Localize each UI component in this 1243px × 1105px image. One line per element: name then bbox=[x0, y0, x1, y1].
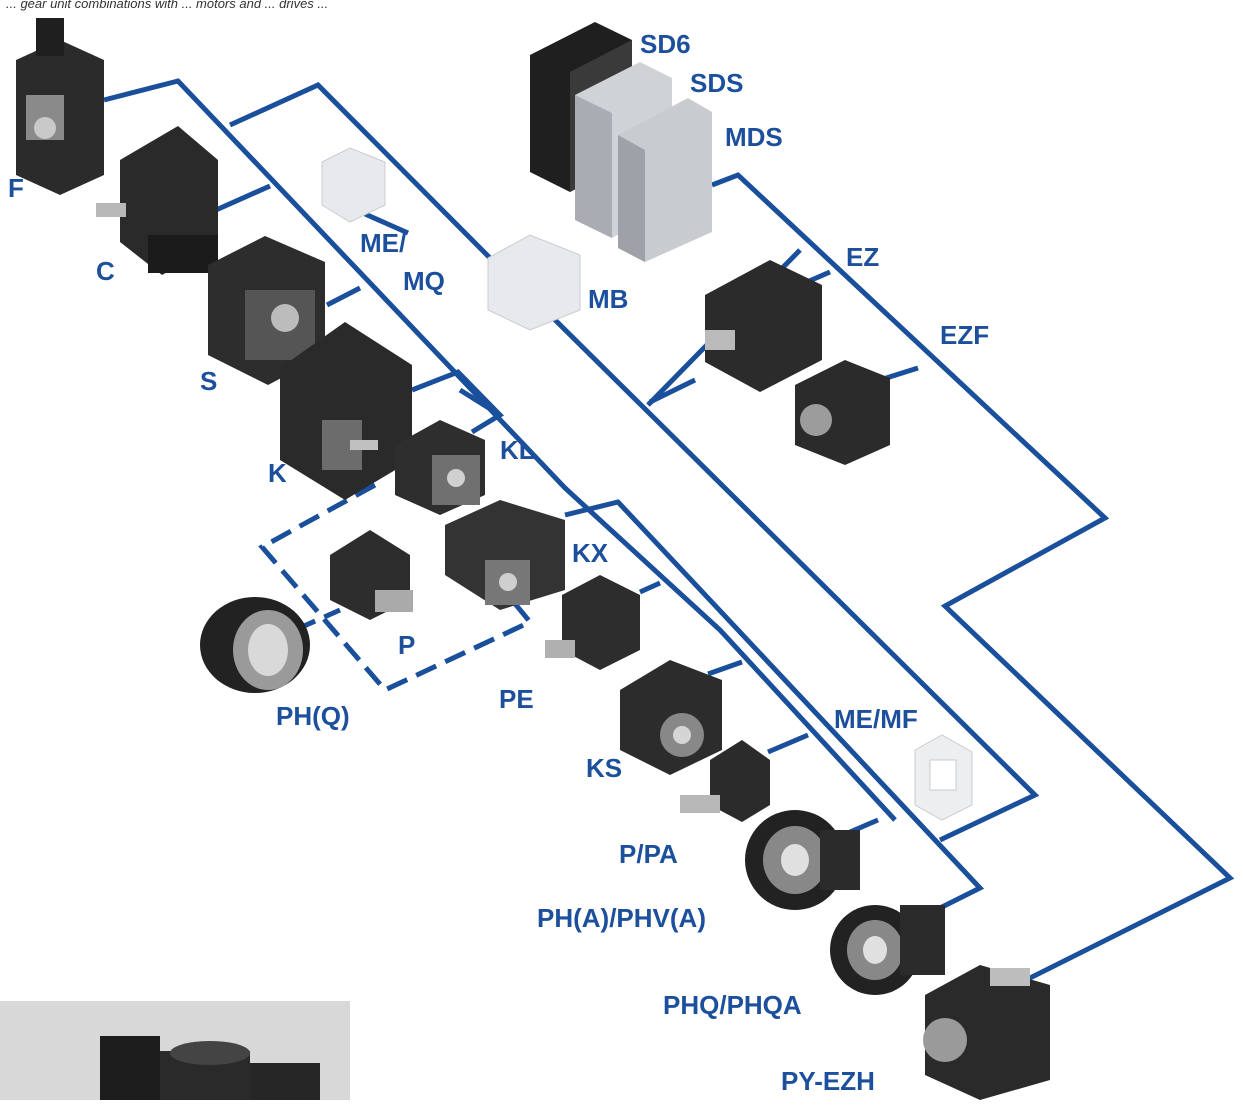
label-s: S bbox=[200, 368, 217, 394]
label-sd6: SD6 bbox=[640, 31, 691, 57]
adapter-memq-icon bbox=[322, 148, 385, 222]
label-kl: KL bbox=[500, 437, 535, 463]
label-ph-phv: PH(A)/PHV(A) bbox=[537, 905, 706, 931]
label-ez: EZ bbox=[846, 244, 879, 270]
label-p: P bbox=[398, 632, 415, 658]
label-phq: PH(Q) bbox=[276, 703, 350, 729]
label-ezf: EZF bbox=[940, 322, 989, 348]
label-me-mq-1: ME/ bbox=[360, 230, 406, 256]
label-c: C bbox=[96, 258, 115, 284]
label-ks: KS bbox=[586, 755, 622, 781]
label-me-mq-2: MQ bbox=[403, 268, 445, 294]
label-sds: SDS bbox=[690, 70, 743, 96]
label-phq-phqa: PHQ/PHQA bbox=[663, 992, 802, 1018]
label-mds: MDS bbox=[725, 124, 783, 150]
gearbox-f-icon bbox=[16, 18, 104, 195]
product-photo bbox=[0, 1001, 350, 1100]
motor-ezf-icon bbox=[795, 360, 890, 465]
label-mb: MB bbox=[588, 286, 628, 312]
gearbox-phq-icon bbox=[200, 597, 310, 693]
gearbox-kx-icon bbox=[445, 500, 565, 610]
gearbox-c-icon bbox=[96, 126, 218, 275]
adapter-memf-icon bbox=[915, 735, 972, 820]
motor-ez-icon bbox=[705, 260, 822, 392]
gearbox-phphv-icon bbox=[745, 810, 860, 910]
label-me-mf: ME/MF bbox=[834, 706, 918, 732]
gearbox-p-icon bbox=[330, 530, 413, 620]
motor-pyezh-icon bbox=[923, 965, 1050, 1100]
label-k: K bbox=[268, 460, 287, 486]
label-pe: PE bbox=[499, 686, 534, 712]
gearbox-ks-icon bbox=[620, 660, 722, 775]
label-p-pa: P/PA bbox=[619, 841, 678, 867]
label-kx: KX bbox=[572, 540, 608, 566]
adapter-mb-icon bbox=[488, 235, 580, 330]
gearbox-phqa-icon bbox=[830, 905, 945, 995]
label-py-ezh: PY-EZH bbox=[781, 1068, 875, 1094]
label-f: F bbox=[8, 175, 24, 201]
